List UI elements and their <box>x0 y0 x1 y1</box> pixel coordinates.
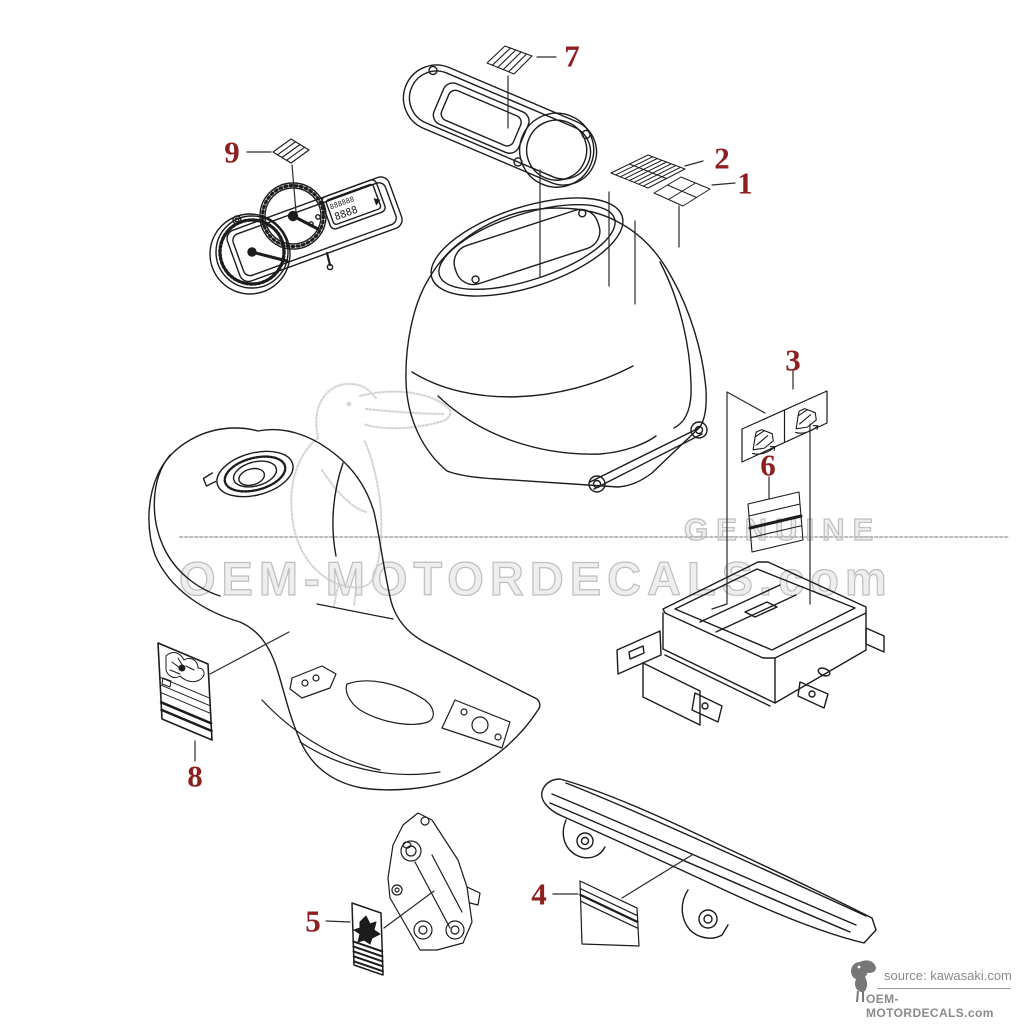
fuel-tank <box>148 427 541 791</box>
callout-9: 9 <box>224 134 240 170</box>
leader-lines <box>194 56 811 929</box>
leader-1 <box>711 182 736 186</box>
speedometer-gauge <box>209 213 291 295</box>
mounting-bracket <box>387 812 481 951</box>
leader-7 <box>507 56 557 129</box>
meter-cover <box>402 64 598 188</box>
instrument-cluster: 888888 8888 <box>209 176 403 295</box>
fuel-tank-cover <box>405 197 708 493</box>
label-4-decal <box>579 880 640 947</box>
label-2-decal <box>610 154 686 189</box>
leader-2 <box>684 160 704 167</box>
label-8-decal <box>157 642 213 741</box>
callout-6: 6 <box>760 447 776 483</box>
callout-5: 5 <box>305 903 321 939</box>
label-1-decal <box>653 176 711 207</box>
callout-7: 7 <box>564 38 580 74</box>
label-7-decal <box>486 45 533 75</box>
speedometer-opening <box>518 112 595 188</box>
tank-bottom-brackets <box>261 603 511 776</box>
leader-3 <box>711 370 811 610</box>
speedometer-needle <box>250 250 289 263</box>
footer-source-text: source: kawasaki.com <box>884 968 1012 983</box>
watermark-brand-text: OEM-MOTORDECALS.com <box>178 551 893 605</box>
callout-1: 1 <box>737 165 753 201</box>
leader-8 <box>194 631 290 762</box>
callout-3: 3 <box>785 342 801 378</box>
leader-9 <box>246 151 297 213</box>
battery-tray <box>616 561 885 726</box>
meter-cover-window <box>432 82 530 154</box>
watermark-genuine-text: GENUINE <box>683 511 882 547</box>
callout-4: 4 <box>531 876 547 912</box>
label-9-decal <box>272 138 310 164</box>
toucan-watermark-icon <box>290 382 452 608</box>
footer-brand-text: OEM-MOTORDECALS.com <box>866 992 994 1020</box>
label-3-decal <box>741 390 828 463</box>
chain-guard <box>541 778 877 944</box>
lcd-display: 888888 8888 <box>321 179 386 230</box>
leader-5 <box>325 890 435 929</box>
footer-divider <box>877 988 1011 989</box>
filler-opening-rim <box>430 197 624 297</box>
callout-8: 8 <box>187 758 203 794</box>
label-5-decal <box>351 902 384 976</box>
fuel-filler-ring <box>202 450 294 498</box>
leader-4 <box>552 854 693 899</box>
label-6-decal <box>747 491 804 553</box>
callout-2: 2 <box>714 140 730 176</box>
leader-cover-lines <box>539 169 680 305</box>
